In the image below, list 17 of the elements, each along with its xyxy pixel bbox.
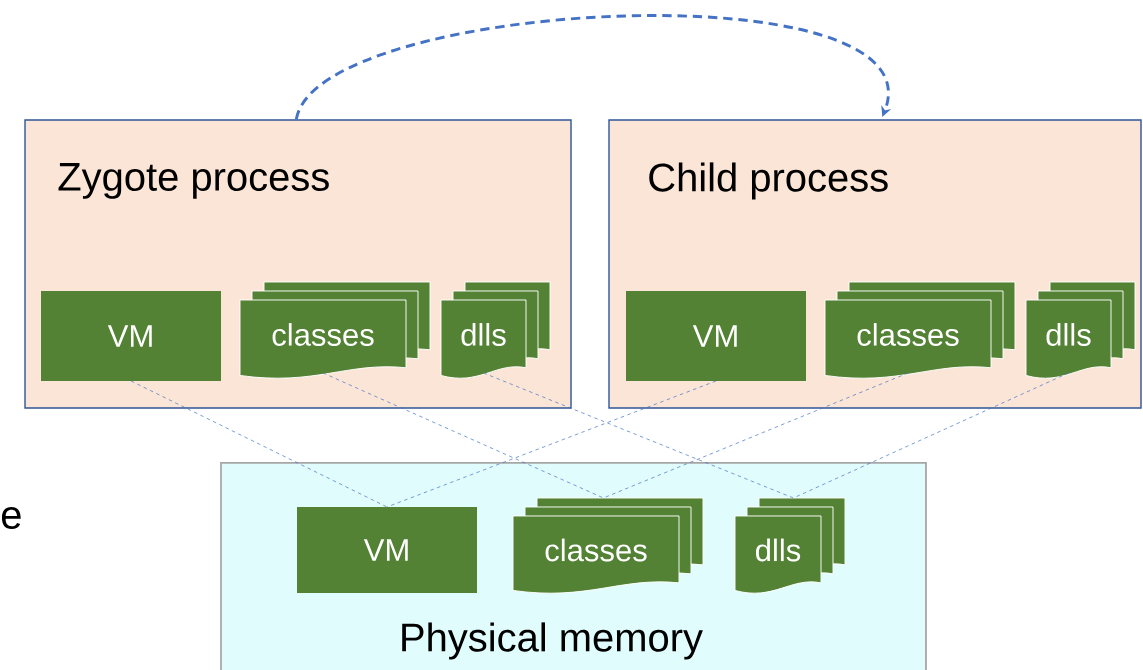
connector [483,372,794,499]
connector [322,372,604,499]
document-stack: dlls [440,281,551,379]
connector [386,380,717,508]
connector [603,372,909,499]
document-stack: classes [512,497,704,594]
connector [130,380,388,508]
vm-box: VM [297,507,477,593]
document-stack: dlls [1025,281,1136,379]
document-stack: classes [239,281,431,379]
document-stack: classes [824,281,1016,379]
document-stack: dlls [734,497,846,594]
vm-box: VM [41,291,221,381]
connector [793,372,1069,499]
side-text: e [1,507,21,529]
vm-box: VM [626,291,806,381]
connector [295,14,892,121]
